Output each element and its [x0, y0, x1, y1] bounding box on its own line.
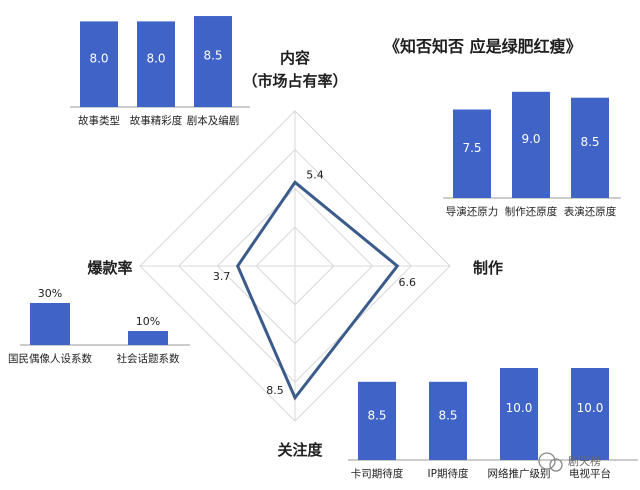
bar — [358, 381, 396, 460]
bar-category-label: 导演还原力 — [446, 205, 499, 218]
bar-value-label: 7.5 — [462, 141, 481, 155]
radar-axis-label: （市场占有率） — [242, 72, 347, 90]
bar — [137, 21, 175, 107]
watermark-text: 剧天榜 — [568, 454, 601, 468]
bar-value-label: 8.0 — [146, 51, 165, 65]
wechat-icon — [538, 452, 556, 470]
bar-category-label: 卡司期待度 — [351, 467, 404, 480]
bar-category-label: 剧本及编剧 — [187, 114, 240, 127]
bar — [30, 303, 70, 345]
bar-category-label: 社会话题系数 — [117, 352, 180, 365]
bar-category-label: 制作还原度 — [505, 205, 558, 218]
radar-value-label: 6.6 — [399, 276, 417, 289]
bar-value-label: 30% — [38, 287, 62, 300]
bar — [512, 91, 550, 198]
bar-value-label: 9.0 — [521, 132, 540, 146]
radar-axis-label: 关注度 — [277, 441, 323, 459]
bar — [453, 109, 491, 198]
bar — [571, 368, 609, 460]
radar-axis-label: 制作 — [473, 259, 503, 277]
chart-title: 《知否知否 应是绿肥红瘦》 — [384, 37, 582, 56]
bar-panel-1: 8.0 故事类型 8.0 故事精彩度 8.5 剧本及编剧 — [70, 16, 250, 127]
bar-value-label: 8.5 — [367, 408, 386, 422]
bar — [128, 331, 168, 345]
bar — [194, 16, 232, 107]
radar-series-outline — [235, 180, 400, 401]
bar-value-label: 8.5 — [580, 135, 599, 149]
bar-value-label: 8.5 — [438, 408, 457, 422]
bar-category-label: 网络推广级别 — [488, 467, 551, 480]
bar — [429, 381, 467, 460]
bar — [500, 368, 538, 460]
radar-value-label: 3.7 — [213, 270, 231, 283]
bar-value-label: 8.0 — [89, 51, 108, 65]
bar-value-label: 10% — [136, 315, 160, 328]
bar — [571, 97, 609, 198]
radar-axis-label: 爆款率 — [87, 259, 132, 277]
bar — [80, 21, 118, 107]
bar-category-label: 表演还原度 — [564, 205, 617, 218]
watermark: 剧天榜 — [538, 452, 601, 472]
bar-panels: 8.0 故事类型 8.0 故事精彩度 8.5 剧本及编剧 7.5 导演还原力 9.0 制作还原度 8… — [8, 16, 638, 480]
bar-value-label: 8.5 — [203, 49, 222, 63]
radar-value-label: 5.4 — [306, 168, 324, 181]
bar-category-label: 故事精彩度 — [130, 114, 183, 127]
bar-category-label: IP期待度 — [428, 467, 469, 480]
radar-axis-label: 内容 — [280, 49, 310, 67]
bar-category-label: 电视平台 — [569, 467, 611, 480]
bar-value-label: 10.0 — [577, 401, 604, 415]
bar-category-label: 故事类型 — [78, 114, 120, 127]
radar-value-label: 8.5 — [266, 384, 284, 397]
bar-panel-4: 30% 国民偶像人设系数 10% 社会话题系数 — [8, 287, 190, 365]
bar-category-label: 国民偶像人设系数 — [8, 352, 92, 365]
wechat-icon — [549, 458, 563, 472]
bar-panel-2: 7.5 导演还原力 9.0 制作还原度 8.5 表演还原度 — [443, 91, 621, 218]
bar-value-label: 10.0 — [506, 401, 533, 415]
